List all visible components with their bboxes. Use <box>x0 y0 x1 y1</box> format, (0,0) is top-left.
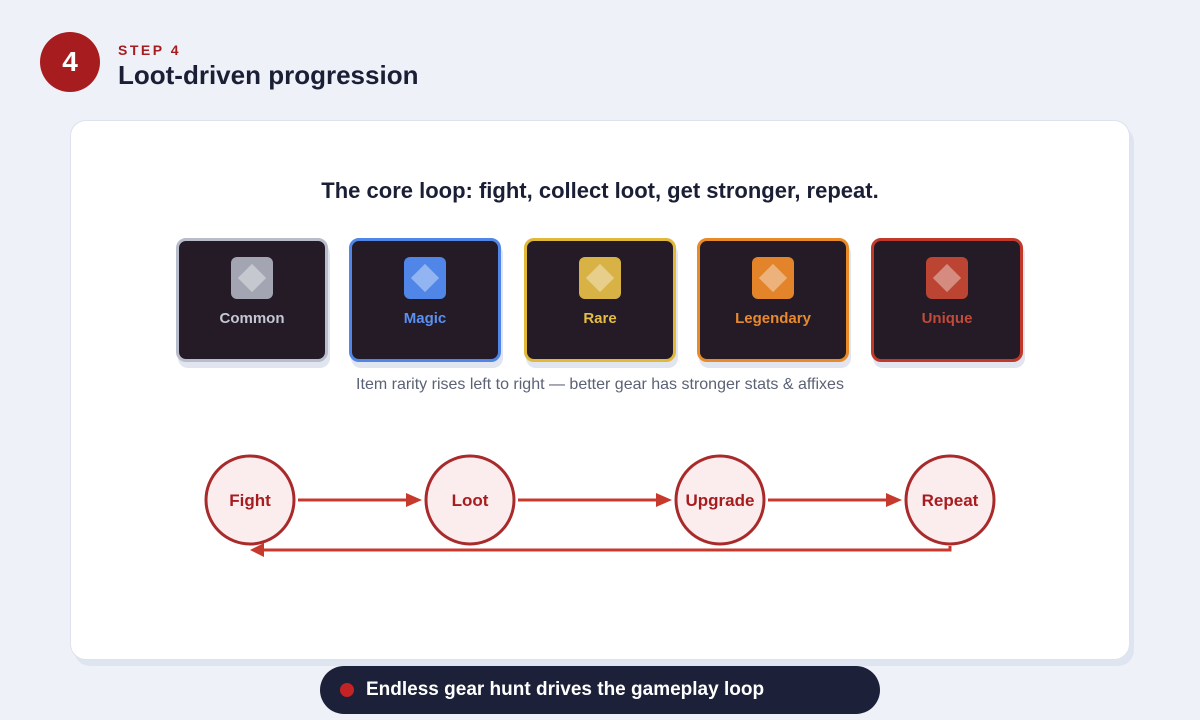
content-card <box>70 120 1130 660</box>
bullet-dot-icon <box>340 683 354 697</box>
loop-return-arrow <box>250 543 952 557</box>
tier-label: Legendary <box>735 310 811 327</box>
gem-icon <box>579 257 621 299</box>
tier-label: Common <box>219 310 285 327</box>
tier-label: Rare <box>583 310 617 327</box>
rarity-tier-rare: Rare <box>524 238 678 368</box>
tier-card: Magic <box>349 238 501 362</box>
loop-node-upgrade: Upgrade <box>674 454 766 546</box>
rarity-tier-unique: Unique <box>871 238 1025 368</box>
loop-node-label: Repeat <box>922 491 979 510</box>
tier-card: Rare <box>524 238 676 362</box>
loop-node-label: Fight <box>229 491 271 510</box>
loop-arrow-loot-upgrade <box>518 493 672 507</box>
step-number-badge: 4 <box>40 32 100 92</box>
tier-label: Unique <box>921 310 973 327</box>
loop-arrow-upgrade-repeat <box>768 493 902 507</box>
loop-node-label: Loot <box>452 491 489 510</box>
page-title: Loot-driven progression <box>118 60 419 90</box>
gem-icon <box>926 257 968 299</box>
rarity-tier-magic: Magic <box>349 238 503 368</box>
gem-icon <box>404 257 446 299</box>
gem-icon <box>231 257 273 299</box>
loop-arrow-fight-loot <box>298 493 422 507</box>
loop-heading: The core loop: fight, collect loot, get … <box>321 178 879 203</box>
tier-card: Legendary <box>697 238 849 362</box>
step-label: STEP 4 <box>118 42 181 58</box>
footer-text: Endless gear hunt drives the gameplay lo… <box>366 679 765 700</box>
tier-label: Magic <box>403 310 447 327</box>
loop-node-repeat: Repeat <box>904 454 996 546</box>
loop-node-label: Upgrade <box>686 491 755 510</box>
tier-card: Unique <box>871 238 1023 362</box>
rarity-tier-common: Common <box>176 238 330 368</box>
loop-node-loot: Loot <box>424 454 516 546</box>
gem-icon <box>752 257 794 299</box>
footer-banner: Endless gear hunt drives the gameplay lo… <box>320 666 880 714</box>
rarity-tier-legendary: Legendary <box>697 238 851 368</box>
loop-node-fight: Fight <box>204 454 296 546</box>
tier-card: Common <box>176 238 328 362</box>
rarity-caption: Item rarity rises left to right — better… <box>356 376 844 393</box>
